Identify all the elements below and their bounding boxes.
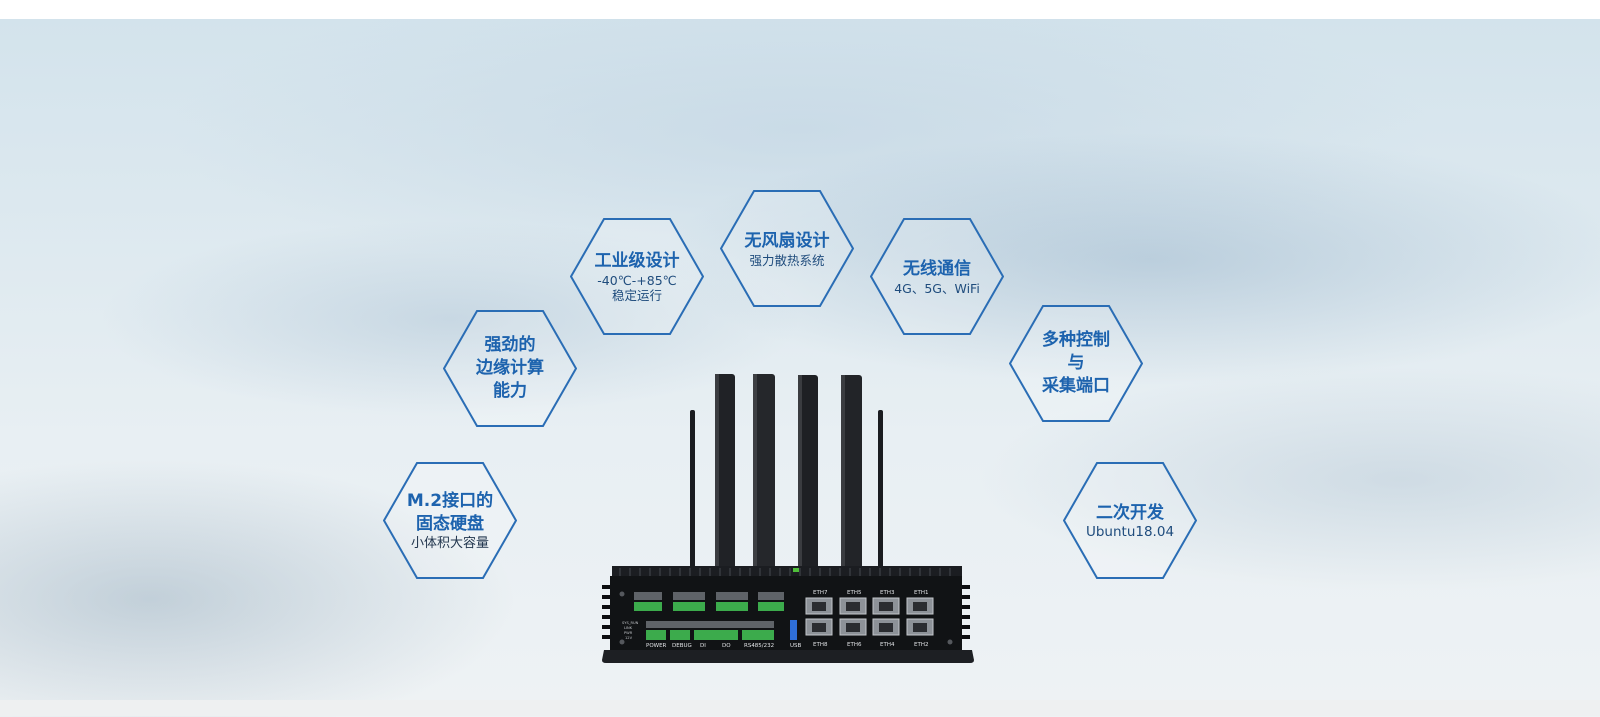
eth-label: ETH5 <box>847 590 862 596</box>
antenna-icon <box>690 410 883 570</box>
eth-label: ETH1 <box>914 590 928 596</box>
usb-port-icon <box>790 620 797 640</box>
port-label: DI <box>700 643 706 649</box>
status-label: 12V <box>625 636 633 640</box>
port-label: DEBUG <box>672 643 692 649</box>
feature-title: 二次开发 <box>1096 502 1164 523</box>
bottom-strip <box>0 700 1600 716</box>
feature-title: 工业级设计 <box>594 251 680 271</box>
eth-label: ETH6 <box>847 642 862 648</box>
feature-fanless: 无风扇设计 强力散热系统 <box>720 190 854 307</box>
eth-label: ETH2 <box>914 642 928 648</box>
eth-label: ETH8 <box>813 642 828 648</box>
feature-title: 多种控制 与 采集端口 <box>1042 330 1110 396</box>
feature-title: M.2接口的 固态硬盘 <box>406 491 494 534</box>
feature-subtitle: Ubuntu18.04 <box>1085 523 1175 540</box>
feature-subtitle: 小体积大容量 <box>410 536 489 551</box>
feature-subtitle: 4G、5G、WiFi <box>894 280 980 296</box>
feature-wireless: 无线通信 4G、5G、WiFi <box>870 218 1004 335</box>
eth-label: ETH3 <box>880 590 895 596</box>
eth-label: ETH4 <box>880 642 895 648</box>
port-label: DO <box>722 643 731 649</box>
feature-title: 强劲的 边缘计算 能力 <box>476 335 544 401</box>
eth-label: ETH7 <box>813 590 828 596</box>
feature-subtitle: 强力散热系统 <box>749 252 825 268</box>
feature-title: 无风扇设计 <box>744 230 830 251</box>
feature-subtitle: 稳定运行 <box>611 288 662 303</box>
feature-subtitle: -40℃-+85℃ <box>597 273 677 288</box>
port-label: RS485/232 <box>744 643 774 649</box>
status-label: SYS_RUN <box>622 621 639 625</box>
feature-industrial: 工业级设计 -40℃-+85℃ 稳定运行 <box>570 218 704 335</box>
port-label: USB <box>790 643 802 649</box>
feature-ssd: M.2接口的 固态硬盘 小体积大容量 <box>383 462 517 579</box>
feature-control-ports: 多种控制 与 采集端口 <box>1009 305 1143 422</box>
status-label: PWR <box>624 631 633 635</box>
port-label: POWER <box>646 643 667 649</box>
feature-secondary-dev: 二次开发 Ubuntu18.04 <box>1063 462 1197 579</box>
feature-title: 无线通信 <box>903 258 971 279</box>
edge-gateway-device: ETH7 ETH5 ETH3 ETH1 ETH8 ETH6 ETH4 ETH2 … <box>600 370 1000 680</box>
feature-edge-computing: 强劲的 边缘计算 能力 <box>443 310 577 427</box>
antenna-icon <box>715 374 862 570</box>
status-label: LINK <box>624 626 633 630</box>
